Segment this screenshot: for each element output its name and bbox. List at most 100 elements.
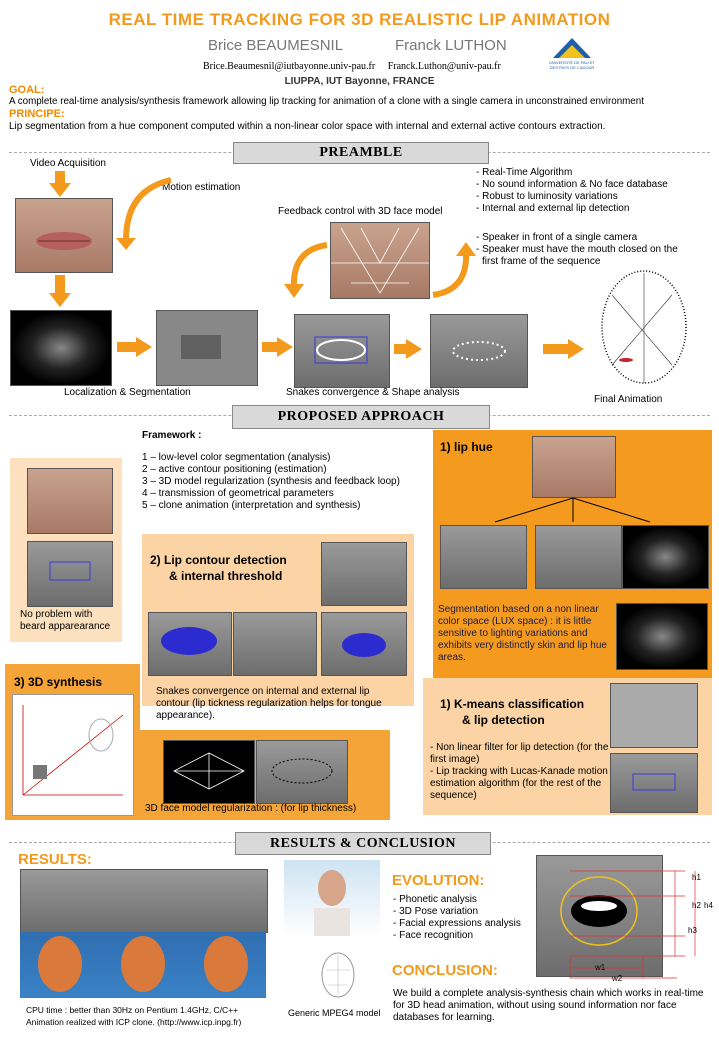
kmeans-title-2: & lip detection [462, 713, 545, 727]
bullet-lip-detection: - Internal and external lip detection [476, 203, 630, 214]
mpeg4-model-icon [318, 950, 358, 1000]
contour-image-3 [321, 612, 407, 676]
evolution-item: - Facial expressions analysis [393, 918, 521, 929]
arrow-right-shaft-3 [394, 344, 408, 354]
framework-block: Framework : 1 – low-level color segmenta… [142, 430, 400, 512]
bullet-first-frame: first frame of the sequence [482, 256, 601, 267]
preamble-bullets-2: - Speaker in front of a single camera - … [476, 232, 678, 268]
lip-hue-result [616, 603, 708, 670]
arrow-right-icon-2 [277, 337, 293, 357]
bullet-single-camera: - Speaker in front of a single camera [476, 232, 638, 243]
framework-item: 2 – active contour positioning (estimati… [142, 464, 327, 475]
arrow-down-shaft-2 [55, 275, 65, 293]
dim-h4: h4 [704, 901, 713, 910]
mpeg4-caption: Generic MPEG4 model [288, 1008, 381, 1018]
contour-image-2 [233, 612, 317, 676]
dim-w2: w2 [612, 974, 623, 983]
framework-list: 1 – low-level color segmentation (analys… [142, 452, 400, 512]
lip-hue-title: 1) lip hue [440, 440, 493, 454]
animation-credit-text: Animation realized with ICP clone. (http… [26, 1017, 242, 1027]
feedback-arrow-left-icon [284, 242, 328, 298]
snakes-label: Snakes convergence & Shape analysis [286, 387, 460, 398]
contour-image-top [321, 542, 407, 606]
contour-text: Snakes convergence on internal and exter… [156, 686, 382, 721]
feedback-arrow-right-icon [432, 242, 476, 298]
results-face-strip [20, 869, 268, 933]
bullet-robust: - Robust to luminosity variations [476, 191, 618, 202]
university-logo: UNIVERSITÉ DE PAU ET DES PAYS DE L'ADOUR [549, 36, 595, 84]
final-animation-mesh [592, 265, 694, 390]
evolution-item: - Face recognition [393, 930, 474, 941]
arrow-down-shaft [55, 171, 65, 183]
preamble-banner: PREAMBLE [233, 142, 489, 164]
author-emails: Brice.Beaumesnil@iutbayonne.univ-pau.fr … [203, 61, 501, 72]
kmeans-text: - Non linear filter for lip detection (f… [430, 742, 609, 801]
framework-item: 5 – clone animation (interpretation and … [142, 500, 361, 511]
arrow-right-icon-4 [568, 339, 584, 359]
affiliation: LIUPPA, IUT Bayonne, FRANCE [284, 76, 435, 87]
presenter-photo [284, 860, 380, 936]
results-label: RESULTS: [18, 851, 92, 868]
localization-label: Localization & Segmentation [64, 387, 191, 398]
motion-loop-arrow-icon [116, 177, 172, 250]
synthesis-caption: 3D face model regularization : (for lip … [145, 803, 357, 814]
synthesis-mouth-photo [256, 740, 348, 804]
contour-image-1 [148, 612, 232, 676]
kmeans-image-2 [610, 753, 698, 813]
synthesis-3d-diagram [12, 694, 134, 816]
bullet-mouth-closed: - Speaker must have the mouth closed on … [476, 244, 678, 255]
measurement-lines [569, 870, 696, 979]
approach-banner: PROPOSED APPROACH [232, 405, 490, 429]
lip-video-photo [15, 198, 113, 273]
lip-hue-gray-1 [440, 525, 527, 589]
lip-hue-gray-3 [622, 525, 709, 589]
principe-text: Lip segmentation from a hue component co… [9, 121, 606, 132]
framework-item: 3 – 3D model regularization (synthesis a… [142, 476, 400, 487]
principe-label: PRINCIPE: [9, 108, 65, 120]
lip-hue-text: Segmentation based on a non linear color… [438, 604, 607, 663]
beard-caption: No problem with beard apparearance [20, 609, 111, 632]
framework-title: Framework : [142, 430, 202, 441]
conclusion-text: We build a complete analysis-synthesis c… [393, 988, 704, 1023]
contour-title-1: 2) Lip contour detection [150, 553, 287, 567]
localization-image [156, 310, 258, 386]
snakes-image [294, 314, 390, 388]
dim-h2: h2 [692, 901, 701, 910]
synthesis-wireframe [163, 740, 255, 804]
dim-h3: h3 [688, 926, 697, 935]
arrow-right-shaft-2 [262, 342, 278, 352]
beard-gray-photo [27, 541, 113, 607]
arrow-right-icon-1 [136, 337, 152, 357]
preamble-bullets-1: - Real-Time Algorithm - No sound informa… [476, 167, 668, 215]
results-banner: RESULTS & CONCLUSION [235, 832, 491, 855]
beard-face-photo [27, 468, 113, 534]
motion-estimation-label: Motion estimation [162, 182, 241, 193]
kmeans-image-1 [610, 683, 698, 748]
framework-item: 4 – transmission of geometrical paramete… [142, 488, 334, 499]
synthesis-title: 3) 3D synthesis [14, 675, 103, 689]
feedback-label: Feedback control with 3D face model [278, 206, 443, 217]
arrow-right-shaft-1 [117, 342, 137, 352]
arrow-right-icon-3 [406, 339, 422, 359]
arrow-right-shaft-4 [543, 344, 569, 354]
cpu-time-text: CPU time : better than 30Hz on Pentium 1… [26, 1005, 239, 1015]
dim-h1: h1 [692, 873, 701, 882]
segmentation-dark-image [10, 310, 112, 386]
goal-text: A complete real-time analysis/synthesis … [9, 96, 644, 107]
author-2: Franck LUTHON [395, 37, 507, 54]
poster-title: REAL TIME TRACKING FOR 3D REALISTIC LIP … [108, 10, 611, 29]
framework-item: 1 – low-level color segmentation (analys… [142, 452, 331, 463]
final-animation-label: Final Animation [594, 394, 663, 405]
arrow-down-icon-2 [49, 293, 71, 307]
contour-title-2: & internal threshold [169, 569, 283, 583]
evolution-list: - Phonetic analysis - 3D Pose variation … [393, 894, 521, 942]
lip-hue-branch-arrows-icon [494, 497, 651, 523]
shape-analysis-image [430, 314, 528, 388]
video-acquisition-label: Video Acquisition [30, 158, 106, 169]
evolution-label: EVOLUTION: [392, 872, 485, 889]
logo-lettering: UNIVERSITÉ DE PAU ET DES PAYS DE L'ADOUR [549, 60, 595, 70]
dim-w1: w1 [595, 963, 606, 972]
bullet-no-sound: - No sound information & No face databas… [476, 179, 668, 190]
evolution-item: - 3D Pose variation [393, 906, 479, 917]
evolution-item: - Phonetic analysis [393, 894, 477, 905]
